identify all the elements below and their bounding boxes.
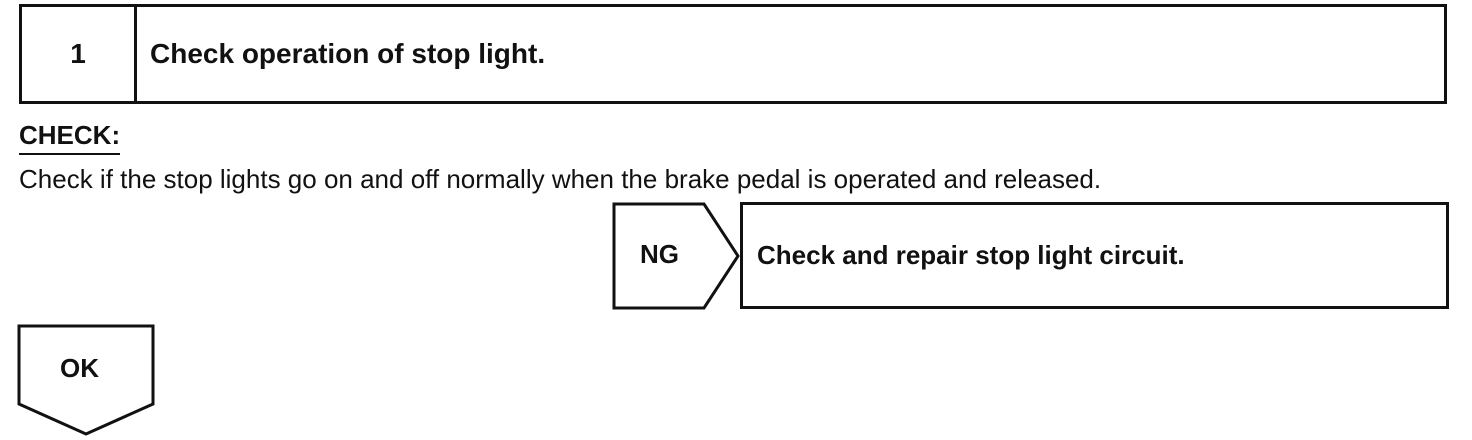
step-title: Check operation of stop light.	[150, 38, 546, 69]
ng-label: NG	[640, 239, 679, 269]
step-number: 1	[22, 7, 137, 101]
ng-action-box: Check and repair stop light circuit.	[740, 202, 1449, 309]
step-header: 1 Check operation of stop light.	[19, 4, 1447, 104]
ng-arrow-icon	[612, 202, 740, 310]
ok-label: OK	[60, 353, 99, 383]
ok-arrow-icon	[17, 324, 155, 436]
check-instruction: Check if the stop lights go on and off n…	[19, 164, 1102, 194]
check-label: CHECK:	[19, 119, 121, 155]
